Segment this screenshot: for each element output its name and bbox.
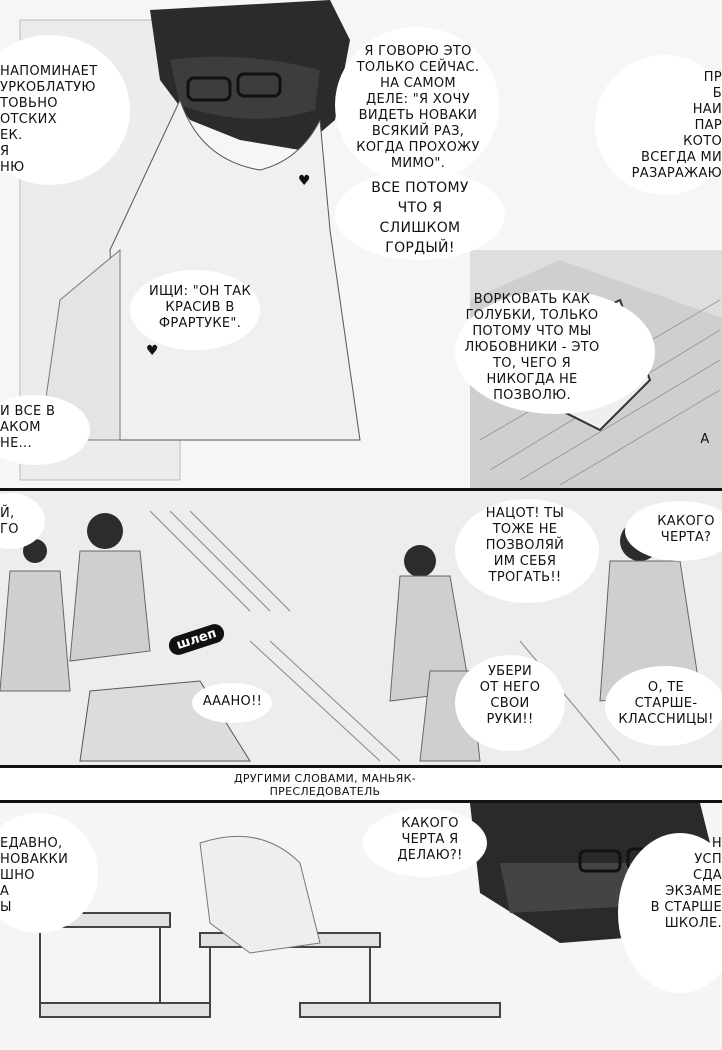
panel-top-artwork [0,0,722,489]
top-quote-speech: ищи: "он так красив в фрартуке". [149,284,251,331]
bottom-right-speech: н усп сда экзаме в старше школе. [650,836,722,931]
heart-icon-2: ♥ [146,343,159,359]
panel-bottom-artwork [0,803,722,1050]
panel-top [0,0,722,492]
middle-center-bottom-speech: убери от него свои руки!! [479,664,541,727]
middle-left-top-speech: й, го [0,506,19,537]
top-center-thought: все потому что я слишком гордый! [371,180,469,256]
top-right-mid-speech: ворковать как голубки, только потому что… [464,292,600,403]
panel-bottom [0,800,722,1050]
middle-right-bottom-speech: о, те старше- классницы! [618,680,714,727]
middle-right-top-speech: какого черта? [657,514,715,545]
panel-middle-artwork [0,491,722,765]
top-right-bottom-speech: а [700,432,710,447]
top-left-bottom-speech: и все в аком не... [0,404,56,451]
bottom-left-speech: едавно, новакки шно а ы [0,836,69,915]
top-right-speech: пр б наи пар кото всегда ми разаражаю [631,70,722,181]
heart-icon: ♥ [298,173,311,189]
bottom-center-speech: какого черта я делаю?! [397,816,463,863]
top-left-speech: напоминает уркоблатую товьно отских ек. … [0,64,98,175]
middle-left-bottom-speech: ааано!! [202,694,263,709]
middle-center-speech: нацот! ты тоже не позволяй им себя трога… [485,506,565,585]
panel-middle [0,488,722,768]
top-center-speech: я говорю это только сейчас. на самом дел… [356,44,480,171]
